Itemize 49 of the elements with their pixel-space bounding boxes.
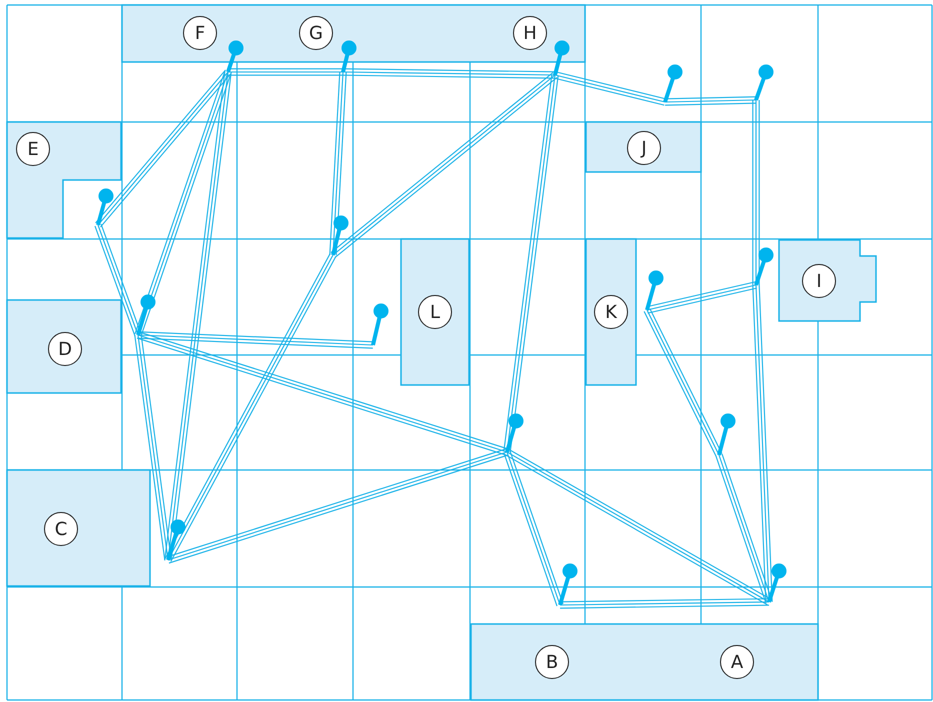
location-pin: [505, 414, 524, 453]
room-area: [7, 300, 121, 393]
triple-line-connector: [752, 284, 773, 602]
location-pin: [754, 64, 774, 101]
triple-line-connector: [94, 224, 142, 336]
location-pin: [663, 64, 682, 103]
room-area: [401, 239, 469, 385]
location-pin: [166, 520, 186, 561]
triple-line-connector: [646, 281, 757, 314]
triple-line-connector: [228, 68, 343, 76]
room-area: [779, 240, 876, 321]
triple-line-connector: [342, 68, 556, 79]
location-pin: [331, 216, 348, 256]
location-pin: [767, 564, 786, 603]
room-area: [122, 5, 585, 62]
location-pin: [226, 40, 244, 73]
triple-line-connector: [95, 70, 231, 228]
location-pin: [754, 248, 774, 286]
triple-line-connector: [560, 598, 770, 609]
triple-line-connector: [505, 448, 771, 606]
room-area: [586, 122, 701, 172]
room-area: [586, 239, 636, 385]
triple-line-connector: [503, 450, 564, 606]
location-pin: [558, 564, 578, 606]
location-pin: [136, 294, 156, 336]
location-pin: [717, 414, 736, 456]
location-pin: [341, 40, 356, 72]
location-pin: [96, 188, 114, 226]
triple-line-connector: [329, 72, 347, 256]
location-pin: [645, 270, 664, 311]
triple-line-connector: [136, 331, 508, 456]
room-area: [7, 470, 150, 586]
triple-line-connector: [554, 71, 666, 106]
triple-line-connector: [138, 331, 374, 349]
triple-line-connector: [166, 448, 508, 564]
triple-line-connector: [134, 334, 172, 560]
triple-line-connector: [164, 72, 232, 560]
room-area: [7, 122, 121, 238]
triple-line-connector: [503, 74, 559, 452]
triple-line-connector: [644, 308, 722, 457]
triple-line-connector: [330, 72, 558, 258]
triple-line-connector: [664, 96, 756, 106]
triple-line-connector: [752, 100, 760, 285]
room-area: [471, 624, 818, 700]
location-pin: [371, 304, 388, 346]
triple-line-connector: [164, 253, 336, 562]
triple-line-connector: [134, 70, 232, 336]
location-pin: [553, 40, 570, 76]
triple-line-connector: [715, 454, 773, 604]
